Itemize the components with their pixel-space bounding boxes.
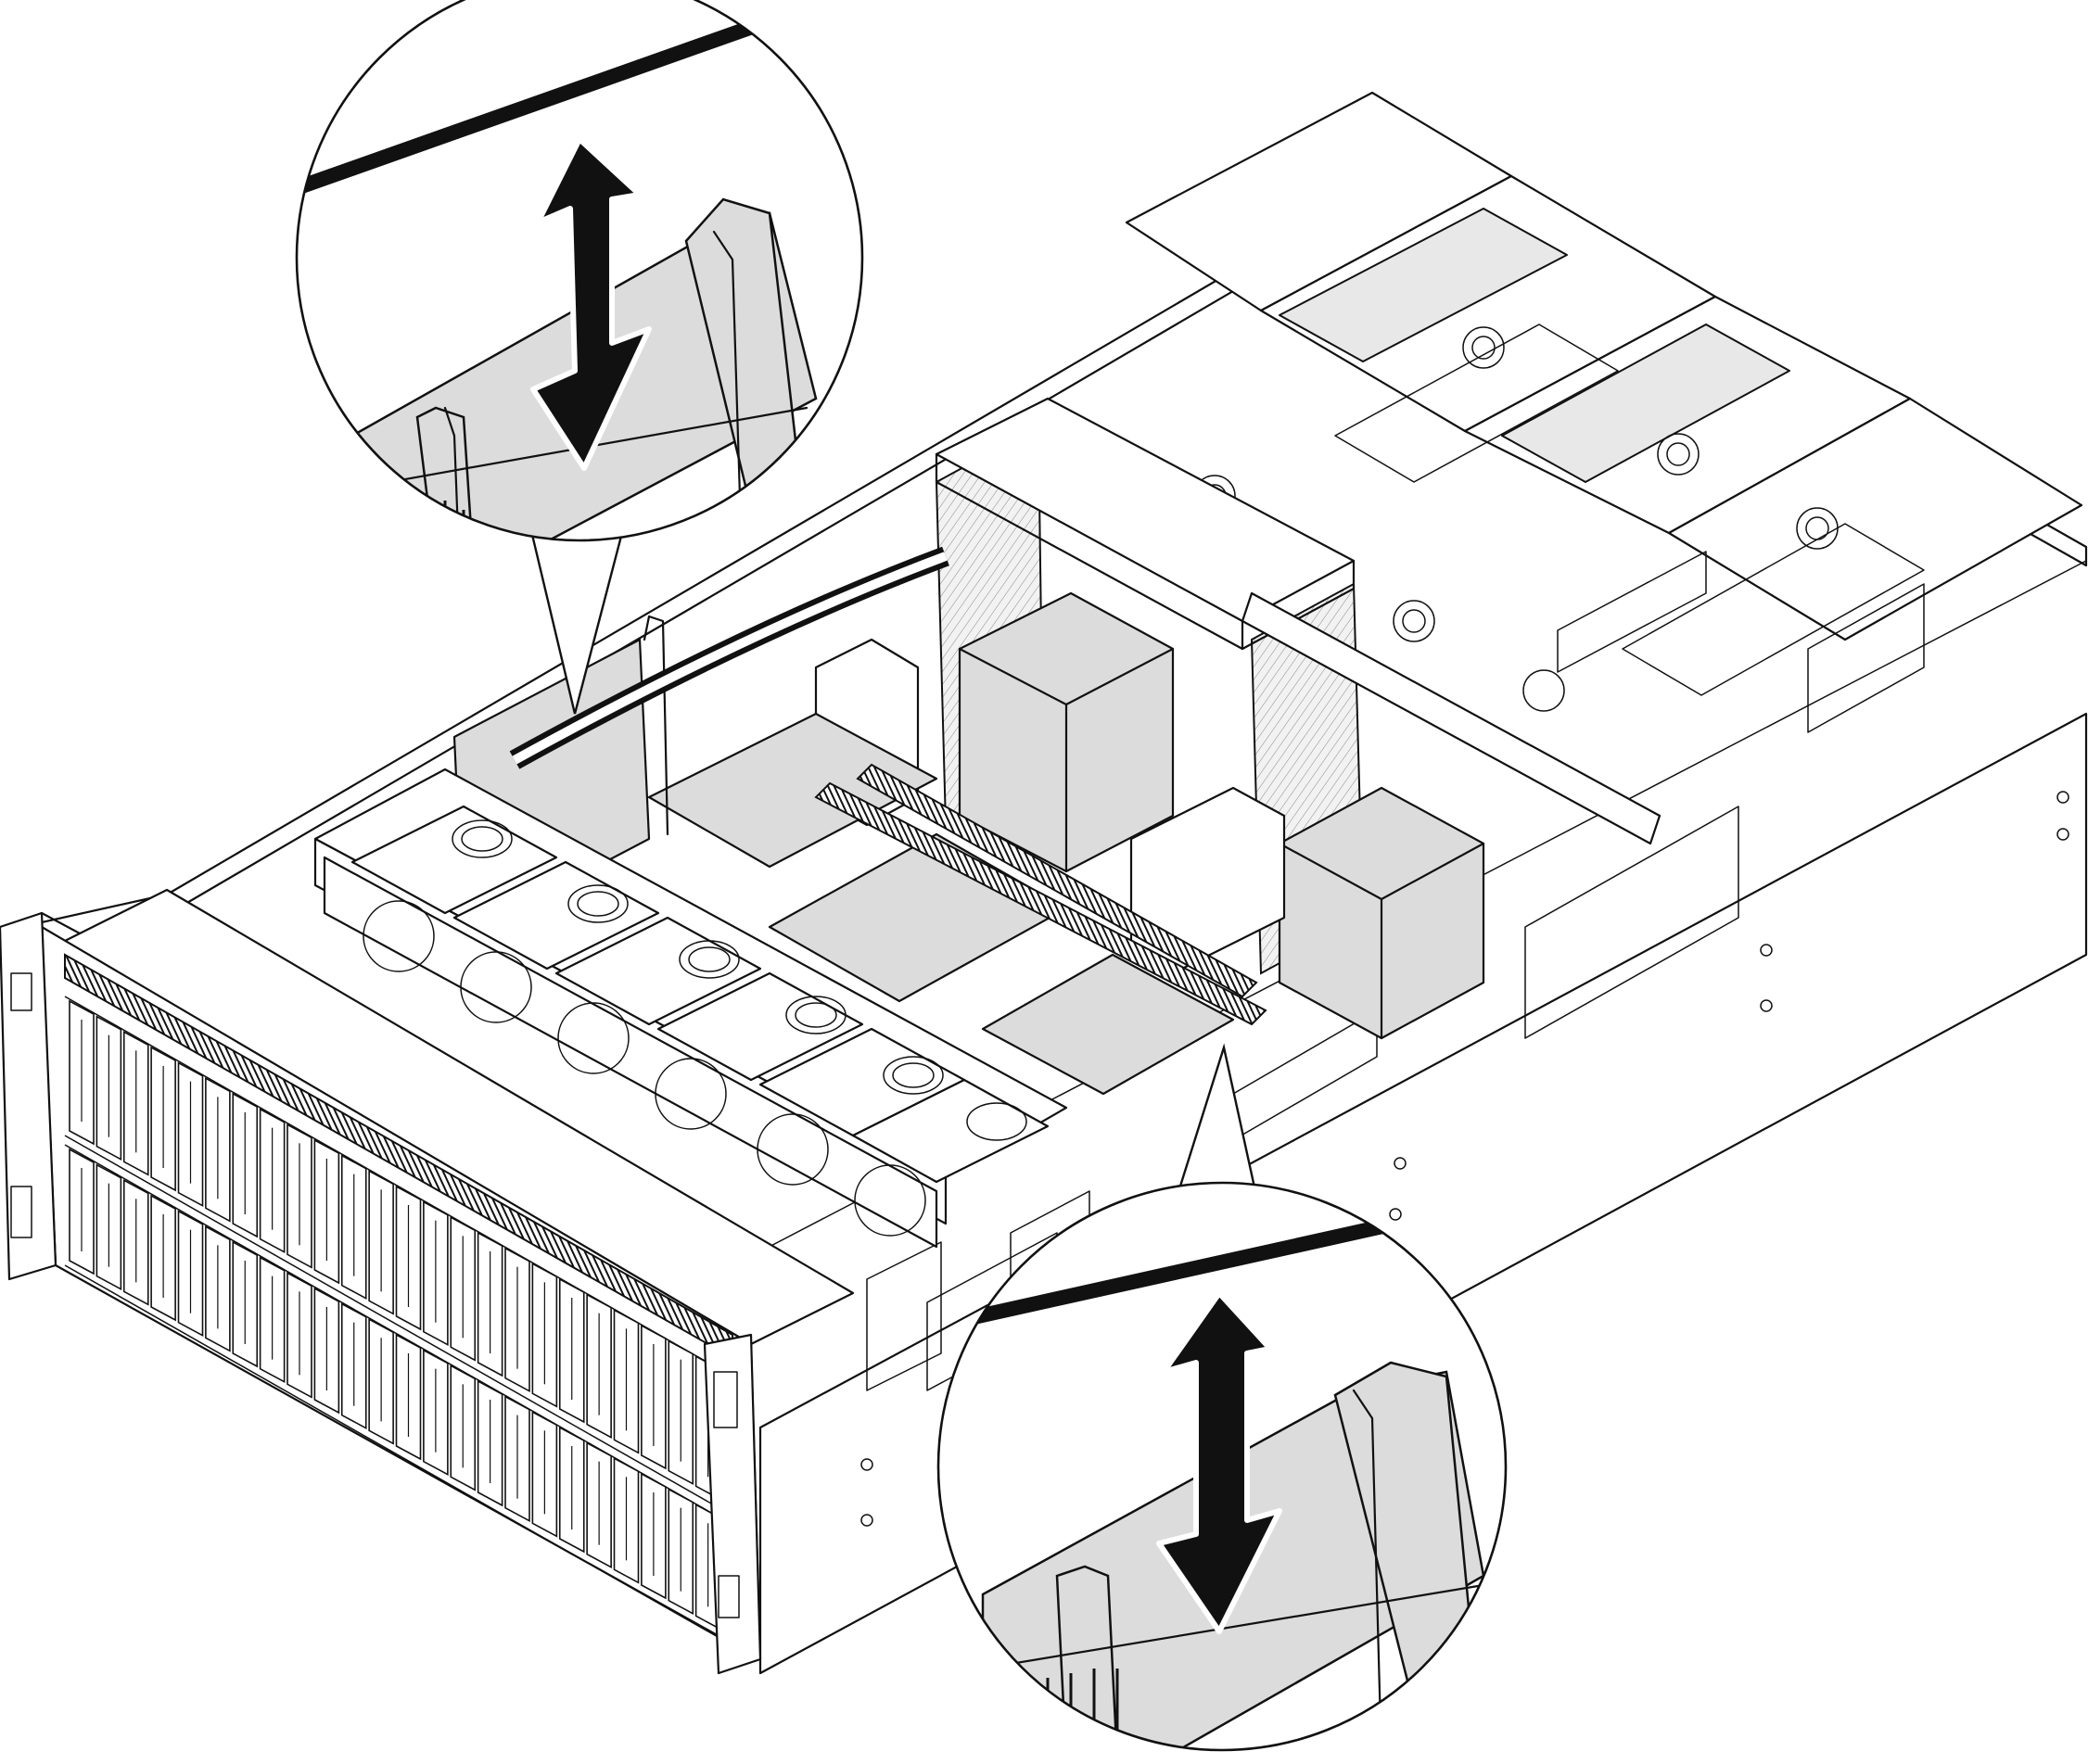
fan-cage	[313, 768, 1068, 1249]
double-arrow-vertical-icon	[530, 136, 652, 471]
front-drive-bay	[0, 888, 855, 1675]
callout-top-left	[295, 0, 864, 542]
fan-front-faces	[323, 856, 938, 1249]
double-arrow-vertical-icon	[1156, 1290, 1282, 1634]
callout-bottom-right	[936, 1181, 1508, 1752]
cables	[509, 546, 949, 769]
fan-rotors	[452, 819, 1027, 1141]
drive-bay-slots	[69, 999, 721, 1631]
fan-modules	[350, 805, 1050, 1184]
